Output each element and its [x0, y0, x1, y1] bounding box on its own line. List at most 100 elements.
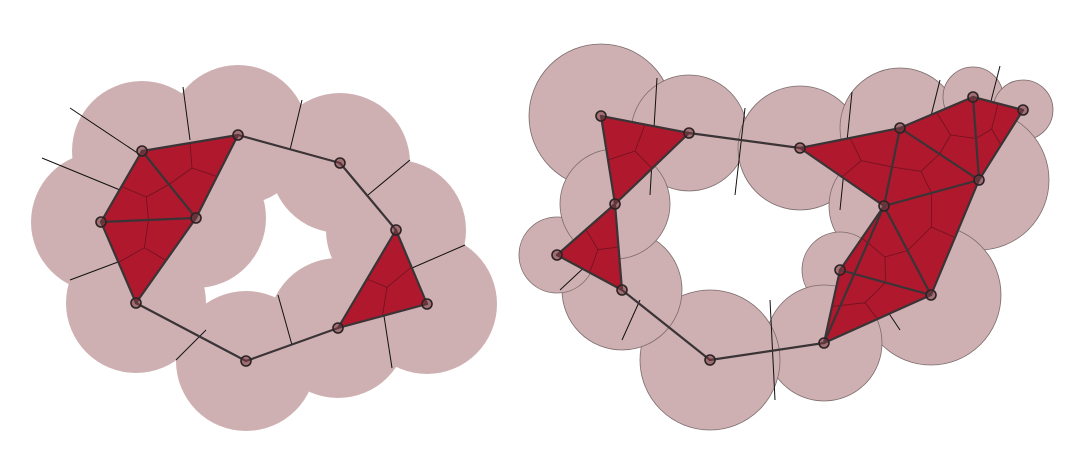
cell-boundary	[367, 159, 411, 196]
complex-edge	[620, 288, 712, 362]
inner-cell-line	[939, 134, 952, 155]
complex-edge	[798, 146, 886, 208]
complex-edge	[798, 126, 902, 150]
vertex-point	[130, 297, 142, 309]
vertex-point	[232, 129, 244, 141]
vertex-point	[240, 355, 252, 367]
vertex-point	[136, 145, 148, 157]
inner-cell-line	[884, 256, 886, 283]
inner-cell-line	[589, 249, 599, 273]
inner-cell-line	[607, 150, 636, 161]
cell-boundary	[621, 299, 641, 341]
disk-layer	[31, 65, 497, 431]
inner-cell-line	[841, 160, 862, 178]
complex-edge	[194, 133, 240, 220]
cell-boundary	[289, 99, 303, 151]
vertex-point	[683, 127, 695, 139]
inner-cell-line	[189, 142, 193, 169]
cell-boundary	[175, 329, 207, 361]
inner-cell-layer	[118, 142, 412, 317]
vertex-point	[95, 216, 107, 228]
complex-edge	[977, 108, 1025, 182]
inner-cell-line	[864, 282, 886, 303]
inner-cell-line	[143, 219, 149, 248]
complex-edge	[898, 95, 975, 130]
inner-cell-line	[950, 134, 977, 139]
inner-cell-line	[191, 167, 218, 177]
vertex-layer	[95, 129, 433, 367]
complex-edge	[838, 204, 886, 272]
inner-cell-line	[864, 302, 878, 320]
complex-edge	[898, 126, 981, 182]
cell-boundary	[734, 107, 746, 196]
vertex-point	[609, 198, 621, 210]
inner-cell-line	[382, 287, 388, 317]
cell-boundary	[989, 65, 1001, 106]
complex-edge	[599, 114, 617, 206]
edge-layer	[555, 95, 1025, 362]
complex-edge	[882, 204, 933, 297]
vertex-point	[595, 110, 607, 122]
inner-cell-line	[861, 237, 886, 258]
complex-edge	[394, 228, 429, 306]
complex-edge	[99, 149, 144, 224]
complex-edge	[613, 131, 691, 206]
cell-boundary	[929, 79, 941, 121]
complex-edge	[99, 220, 138, 305]
complex-edge	[687, 131, 802, 150]
vertex-point	[925, 289, 937, 301]
complex-edge	[336, 302, 429, 330]
vertex-point	[1017, 104, 1029, 116]
vertex-point	[190, 212, 202, 224]
complex-edge	[134, 301, 248, 363]
complex-edge	[929, 178, 981, 297]
vertex-point	[967, 91, 979, 103]
complex-edge	[336, 228, 398, 330]
inner-cell-line	[891, 166, 922, 172]
vertex-point	[332, 322, 344, 334]
vertex-point	[334, 157, 346, 169]
complex-edge	[555, 253, 624, 292]
complex-edge	[822, 293, 933, 345]
complex-edge	[140, 149, 198, 220]
cell-boundary-layer	[41, 86, 466, 369]
complex-edge	[338, 161, 398, 232]
inner-cell-line	[144, 247, 167, 261]
inner-cell-line	[585, 229, 599, 250]
inner-cell-line	[386, 266, 412, 288]
cell-boundary	[182, 86, 191, 141]
complex-edge	[882, 126, 902, 208]
complex-edge	[99, 216, 198, 224]
cell-boundary	[41, 157, 121, 191]
inner-cell-line	[931, 226, 956, 238]
inner-cell-line	[920, 153, 940, 172]
inner-cell-line	[975, 128, 992, 139]
complex-edge	[236, 133, 342, 165]
inner-cell-line	[920, 171, 932, 194]
complex-edge	[822, 204, 886, 345]
inner-cell-line	[991, 103, 999, 130]
cell-boundary	[411, 244, 466, 269]
vertex-point	[794, 142, 806, 154]
inner-cell-line	[118, 247, 145, 263]
inner-cell-line	[121, 186, 147, 198]
inner-cell-line	[634, 150, 653, 169]
vertex-point	[878, 200, 890, 212]
vertex-layer	[551, 91, 1029, 366]
complex-edge	[555, 202, 617, 257]
inner-cell-line	[366, 278, 388, 288]
inner-cell-line	[168, 167, 193, 185]
vertex-point	[704, 354, 716, 366]
vertex-point	[973, 174, 985, 186]
cell-boundary	[69, 261, 119, 281]
complex-edge	[971, 95, 1025, 112]
inner-cell-line	[831, 302, 866, 307]
complex-edge	[822, 268, 842, 345]
vertex-point	[894, 122, 906, 134]
left-complex-panel	[31, 65, 497, 431]
inner-cell-line	[597, 246, 619, 251]
cell-boundary	[277, 294, 293, 346]
inner-cell-line	[991, 128, 1002, 146]
triangle-layer	[100, 134, 428, 329]
